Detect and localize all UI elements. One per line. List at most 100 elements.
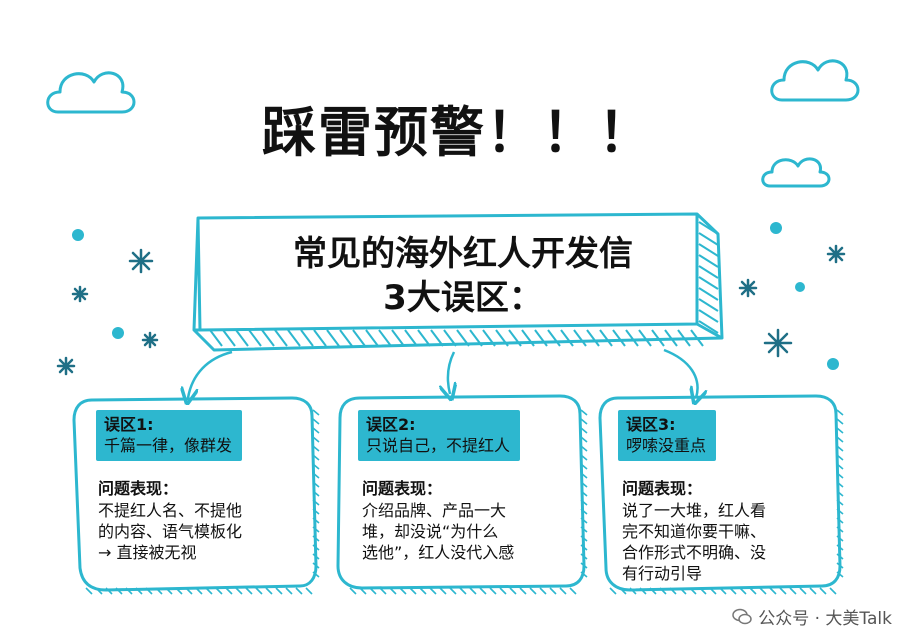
hatch-stroke — [449, 587, 457, 595]
hatch-stroke — [690, 329, 704, 347]
card-2-tag: 误区2: 只说自己，不提红人 — [358, 410, 521, 461]
hatch-stroke — [580, 481, 588, 488]
card-frame-3 — [598, 394, 842, 592]
hatch-stroke — [534, 329, 548, 347]
hatch-stroke — [698, 254, 719, 268]
hatch-stroke — [195, 587, 203, 595]
hatch-stroke — [529, 587, 537, 595]
hatch-stroke — [312, 535, 320, 542]
hatch-stroke — [759, 587, 767, 595]
card-2-label: 问题表现： — [362, 479, 443, 498]
hatch-stroke — [836, 499, 844, 506]
hatch-stroke — [365, 329, 379, 347]
hatch-stroke — [836, 436, 844, 443]
dot-icon — [72, 229, 84, 241]
hatch-stroke — [836, 463, 844, 470]
hatch-stroke — [836, 481, 844, 488]
star-icon — [738, 278, 758, 298]
hatch-stroke — [359, 587, 367, 595]
hatch-stroke — [312, 508, 320, 515]
main-box-line-1: 常见的海外红人开发信 — [293, 234, 633, 274]
hatch-stroke — [509, 587, 517, 595]
hatch-stroke — [261, 329, 275, 347]
hatch-stroke — [580, 436, 588, 443]
hatch-stroke — [698, 232, 719, 246]
hatch-stroke — [549, 587, 557, 595]
hatch-stroke — [560, 329, 574, 347]
hatch-stroke — [443, 329, 457, 347]
card-3-body: 问题表现： 说了一大堆，红人看 完不知道你要干嘛、 合作形式不明确、没 有行动引… — [622, 478, 766, 584]
hatch-stroke — [580, 427, 588, 434]
hatch-stroke — [389, 587, 397, 595]
hatch-stroke — [586, 329, 600, 347]
hatch-stroke — [235, 329, 249, 347]
hatch-stroke — [580, 445, 588, 452]
hatch-stroke — [369, 587, 377, 595]
hatch-stroke — [439, 587, 447, 595]
hatch-stroke — [312, 571, 320, 578]
hatch-stroke — [698, 320, 719, 334]
hatch-stroke — [312, 409, 320, 416]
hatch-stroke — [312, 526, 320, 533]
hatch-stroke — [489, 587, 497, 595]
hatch-stroke — [580, 499, 588, 506]
hatch-stroke — [789, 587, 797, 595]
hatch-stroke — [836, 418, 844, 425]
hatch-stroke — [352, 329, 366, 347]
hatch-stroke — [580, 472, 588, 479]
hatch-stroke — [409, 587, 417, 595]
hatch-stroke — [559, 587, 567, 595]
card-2-subtitle: 只说自己，不提红人 — [366, 436, 511, 455]
card-1-line: 的内容、语气模板化 — [98, 522, 243, 541]
hatch-stroke — [508, 329, 522, 347]
hatch-stroke — [836, 409, 844, 416]
hatch-stroke — [312, 472, 320, 479]
hatch-stroke — [580, 571, 588, 578]
hatch-stroke — [580, 508, 588, 515]
card-2-line: 介绍品牌、产品一大 — [362, 501, 507, 520]
hatch-stroke — [739, 587, 747, 595]
dot-icon — [112, 327, 124, 339]
hatch-stroke — [105, 587, 113, 595]
footer-text: 公众号 · 大美Talk — [758, 609, 892, 629]
dot-icon — [770, 222, 782, 234]
hatch-stroke — [312, 553, 320, 560]
hatch-stroke — [419, 587, 427, 595]
hatch-stroke — [165, 587, 173, 595]
hatch-stroke — [580, 535, 588, 542]
cloud-icon — [761, 157, 831, 188]
main-box-text: 常见的海外红人开发信 3大误区： — [228, 232, 698, 320]
hatch-stroke — [312, 562, 320, 569]
hatch-stroke — [749, 587, 757, 595]
hatch-stroke — [417, 329, 431, 347]
card-2-line: 选他”，红人没代入感 — [362, 543, 515, 562]
hatch-stroke — [659, 587, 667, 595]
hatch-stroke — [836, 517, 844, 524]
hatch-stroke — [539, 587, 547, 595]
hatch-stroke — [580, 544, 588, 551]
connector-arrows — [188, 348, 698, 398]
star-icon — [128, 248, 154, 274]
card-3-subtitle: 啰嗦没重点 — [626, 436, 707, 455]
hatch-stroke — [222, 329, 236, 347]
hatch-stroke — [709, 587, 717, 595]
card-1-body: 问题表现： 不提红人名、不提他 的内容、语气模板化 → 直接被无视 — [98, 478, 242, 563]
hatch-stroke — [699, 587, 707, 595]
hatch-stroke — [215, 587, 223, 595]
card-1-label: 问题表现： — [98, 479, 179, 498]
hatch-stroke — [547, 329, 561, 347]
hatch-stroke — [275, 587, 283, 595]
card-3-line: 说了一大堆，红人看 — [622, 501, 767, 520]
card-3-tag: 误区3: 啰嗦没重点 — [618, 410, 717, 461]
hatch-stroke — [836, 562, 844, 569]
hatch-stroke — [580, 454, 588, 461]
hatch-stroke — [312, 445, 320, 452]
star-icon — [71, 285, 89, 303]
hatch-stroke — [274, 329, 288, 347]
star-icon — [56, 356, 76, 376]
footer-watermark: 公众号 · 大美Talk — [732, 604, 892, 629]
hatch-stroke — [638, 329, 652, 347]
main-box — [192, 212, 724, 352]
hatch-stroke — [313, 329, 327, 347]
hatch-stroke — [651, 329, 665, 347]
